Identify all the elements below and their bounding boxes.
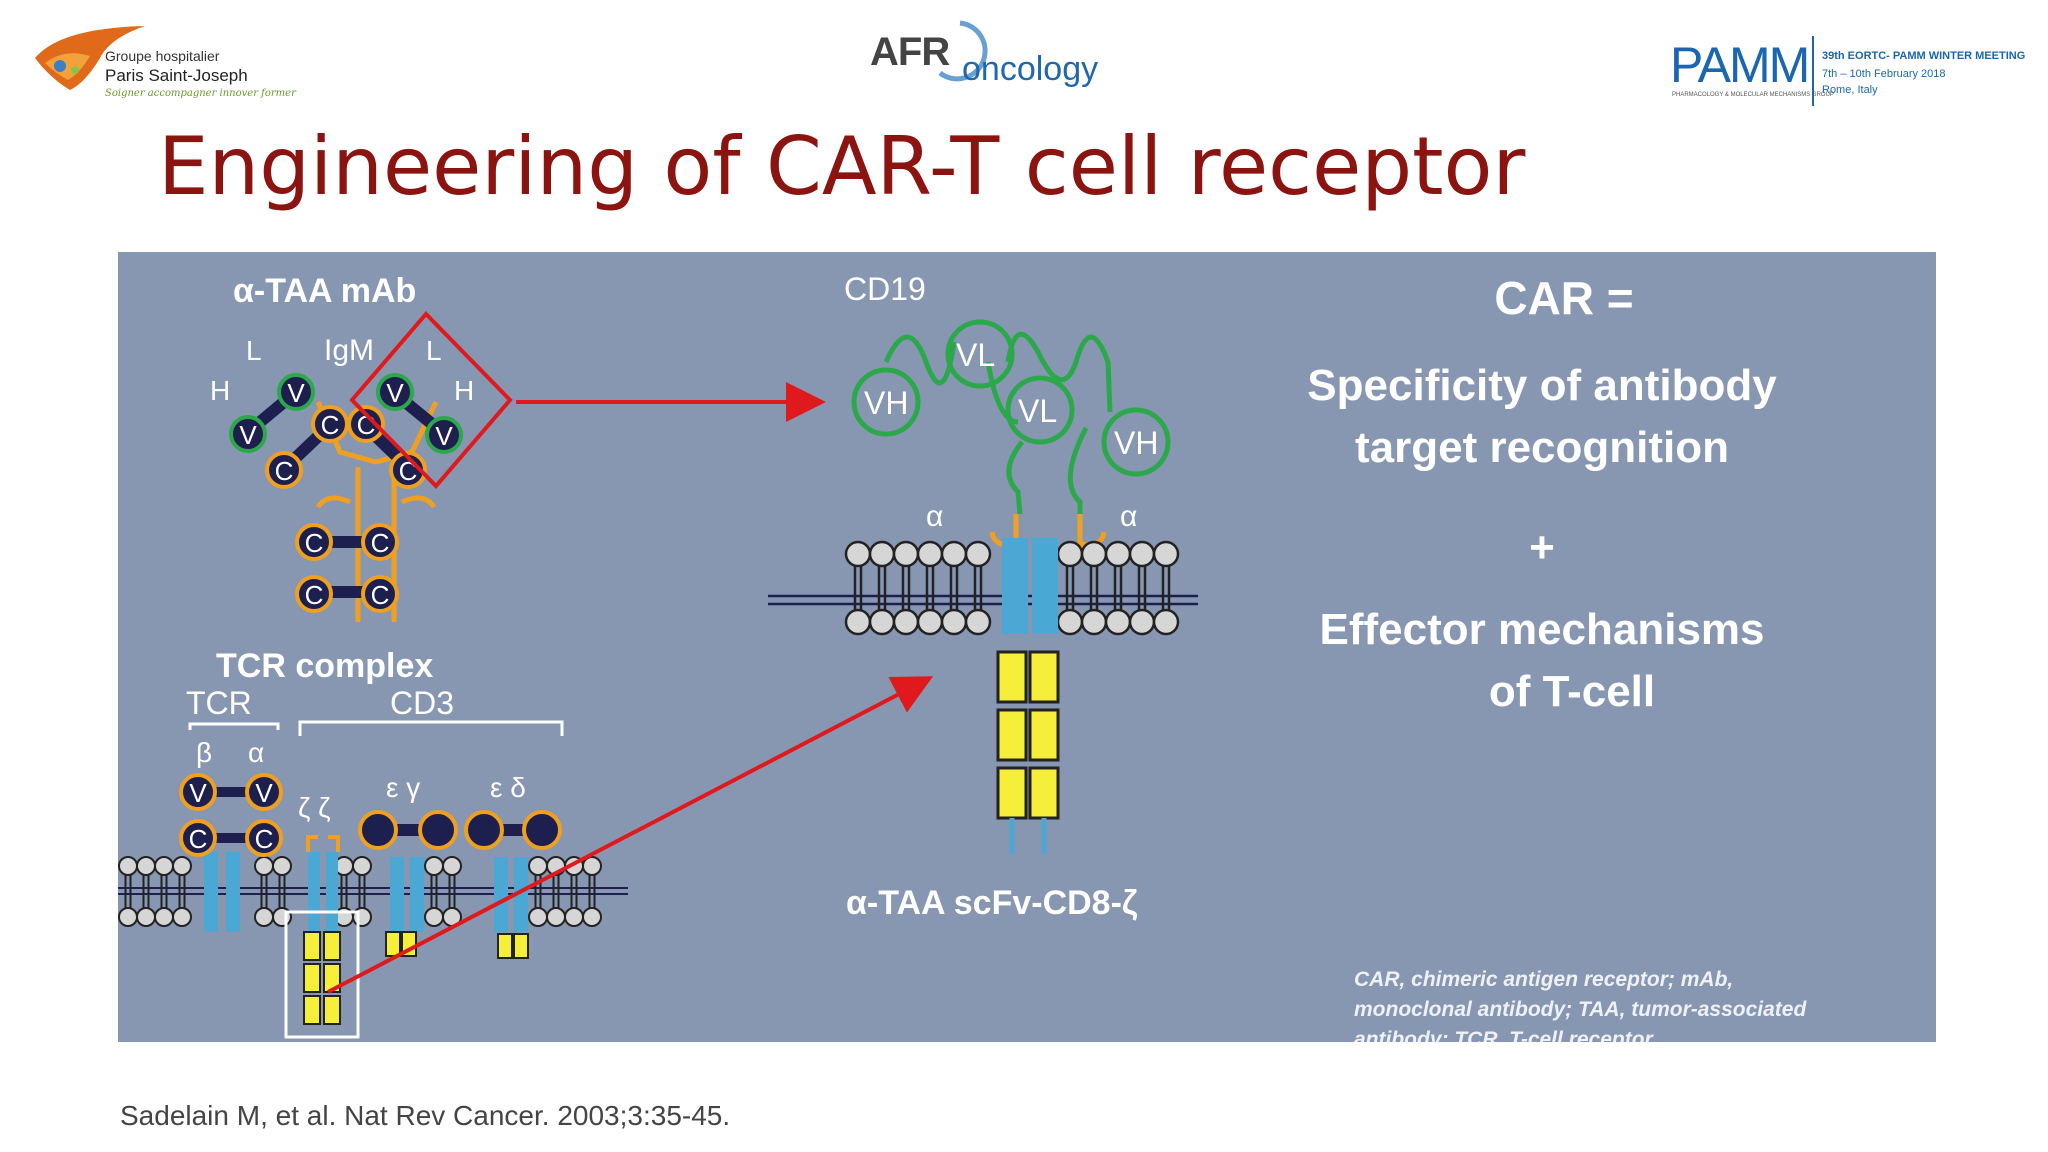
car-vh-label-1: VH — [864, 385, 908, 421]
afr-logo-part2: oncology — [962, 50, 1099, 88]
hospital-logo-tagline: Soigner accompagner innover former — [105, 88, 296, 99]
tcr-label: TCR — [186, 685, 252, 721]
hospital-logo-line2: Paris Saint-Joseph — [105, 66, 248, 85]
pamm-dates: 7th – 10th February 2018 — [1822, 68, 1946, 80]
footnote-line1: CAR, chimeric antigen receptor; mAb, — [1354, 968, 1733, 991]
pamm-event: 39th EORTC- PAMM WINTER MEETING — [1822, 50, 2026, 62]
footnote-line2: monoclonal antibody; TAA, tumor-associat… — [1354, 998, 1807, 1021]
summary-line-specificity: Specificity of antibody — [1307, 361, 1777, 410]
car-vl-label-1: VL — [956, 337, 995, 373]
afr-swirl-icon — [938, 20, 988, 82]
domain-c-label: C — [305, 580, 324, 610]
domain-v-label: V — [386, 378, 404, 408]
hospital-emblem-icon — [35, 26, 145, 90]
beta-label: β — [196, 737, 212, 768]
afr-logo-part1: AFR — [870, 30, 950, 74]
domain-v-label: V — [239, 420, 257, 450]
domain-v-label: V — [255, 778, 273, 808]
summary-line-effector: Effector mechanisms — [1319, 605, 1764, 654]
diagram-svg: α-TAA mAb IgM L H L H V V C C C V — [118, 271, 1807, 1042]
antibody-isotype-label: IgM — [324, 334, 374, 367]
pamm-place: Rome, Italy — [1822, 84, 1878, 96]
domain-c-label: C — [305, 528, 324, 558]
epsilon-gamma-label: ε γ — [386, 772, 420, 803]
car-vl-label-2: VL — [1018, 393, 1057, 429]
domain-c-label: C — [399, 456, 418, 486]
car-target-label: CD19 — [844, 271, 926, 307]
antibody-light-label-left: L — [246, 335, 262, 366]
car-vh-label-2: VH — [1114, 425, 1158, 461]
summary-line-tcell: of T-cell — [1489, 667, 1655, 716]
alpha-label: α — [248, 737, 264, 768]
diagram-panel: α-TAA mAb IgM L H L H V V C C C V — [118, 252, 1936, 1042]
summary-plus: + — [1529, 523, 1555, 572]
domain-v-label: V — [287, 378, 305, 408]
domain-c-label: C — [321, 410, 340, 440]
car-structure — [768, 319, 1198, 854]
pamm-brand: PAMM — [1670, 37, 1810, 93]
tcr-complex-heading: TCR complex — [216, 647, 433, 685]
pamm-separator — [1812, 36, 1814, 106]
domain-c-label: C — [371, 580, 390, 610]
antibody-heavy-label-right: H — [454, 375, 474, 406]
cd3-bracket — [298, 720, 564, 736]
citation: Sadelain M, et al. Nat Rev Cancer. 2003;… — [120, 1100, 731, 1131]
domain-c-label: C — [189, 824, 208, 854]
antibody-heading: α-TAA mAb — [233, 272, 416, 310]
hospital-logo: Groupe hospitalier Paris Saint-Joseph So… — [30, 18, 310, 108]
antibody-structure: V V C C C V V C C C C C — [229, 311, 513, 622]
domain-v-label: V — [189, 778, 207, 808]
car-caption: α-TAA scFv-CD8-ζ — [846, 884, 1138, 922]
antibody-heavy-label-left: H — [210, 375, 230, 406]
pamm-logo: PAMM PHARMACOLOGY & MOLECULAR MECHANISMS… — [1670, 36, 2030, 116]
car-alpha-right-label: α — [1120, 500, 1137, 533]
zeta-zeta-label: ζ ζ — [298, 792, 330, 823]
scfv-highlight-box — [349, 311, 513, 489]
hospital-logo-line1: Groupe hospitalier — [105, 48, 220, 64]
tcr-bracket — [188, 722, 280, 730]
car-alpha-left-label: α — [926, 500, 943, 533]
domain-c-label: C — [255, 824, 274, 854]
cd3-label: CD3 — [390, 685, 454, 721]
footnote-line3: antibody; TCR, T-cell receptor — [1354, 1028, 1655, 1042]
antibody-light-label-right: L — [426, 335, 442, 366]
tcr-complex-structure: V V C C — [118, 773, 628, 1039]
afr-oncology-logo: AFR oncology — [870, 18, 1110, 98]
summary-line-target: target recognition — [1355, 423, 1729, 472]
zeta-highlight-box — [284, 910, 360, 1039]
pamm-subtitle: PHARMACOLOGY & MOLECULAR MECHANISMS GROU… — [1672, 92, 1834, 98]
domain-c-label: C — [371, 528, 390, 558]
arrow-zeta-to-car — [327, 676, 934, 994]
domain-v-label: V — [435, 421, 453, 451]
epsilon-delta-label: ε δ — [490, 772, 526, 803]
page-title: Engineering of CAR-T cell receptor — [158, 120, 1526, 213]
domain-c-label: C — [275, 456, 294, 486]
summary-line-car: CAR = — [1494, 272, 1633, 324]
